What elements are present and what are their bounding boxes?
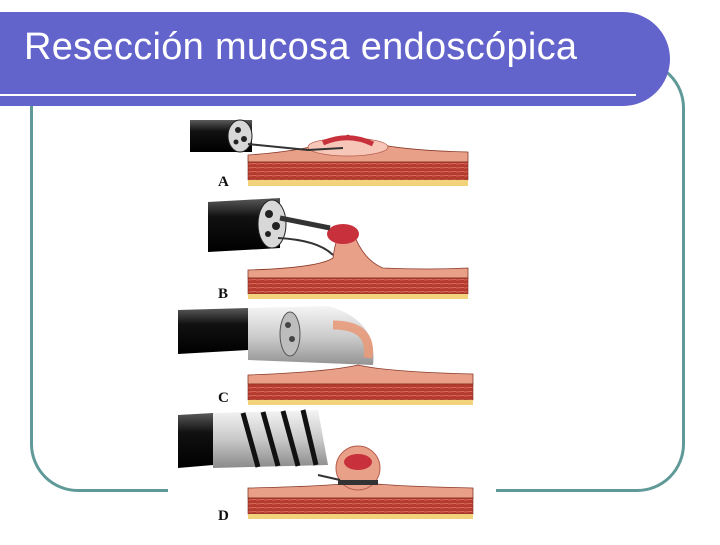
- panel-label-c: C: [218, 390, 229, 406]
- ligation-band: [338, 480, 378, 485]
- panel-label-b: B: [218, 286, 228, 302]
- ligator-bands: [240, 409, 319, 468]
- panel-c: C: [178, 306, 474, 406]
- tissue-layers-a: [247, 134, 469, 186]
- emr-illustration: A B: [178, 119, 474, 524]
- panel-label-d: D: [218, 508, 229, 524]
- snare-d: [317, 474, 341, 481]
- submucosal-bleb: [307, 137, 389, 157]
- transparent-cap: [248, 306, 374, 365]
- endoscope-c: [178, 306, 374, 365]
- tissue-layers-c: [247, 364, 474, 405]
- panel-a: A: [190, 119, 469, 190]
- lesion-d: [344, 454, 372, 470]
- panel-d: D: [178, 409, 474, 524]
- suctioned-mucosa: [332, 320, 374, 359]
- emr-diagram: A B: [168, 110, 496, 540]
- snare-b: [277, 237, 334, 256]
- endoscope-b: [208, 198, 287, 252]
- grasping-forceps: [279, 215, 331, 231]
- lesion-b: [327, 224, 359, 244]
- endoscope-d: [178, 409, 328, 468]
- title-bar: Resección mucosa endoscópica: [0, 12, 670, 106]
- injection-needle: [247, 143, 344, 152]
- lesion-a: [321, 135, 375, 147]
- title-underline: [0, 94, 636, 96]
- slide-title: Resección mucosa endoscópica: [24, 26, 578, 68]
- endoscope-a: [190, 119, 253, 153]
- panel-label-a: A: [218, 174, 229, 190]
- panel-b: B: [208, 198, 469, 302]
